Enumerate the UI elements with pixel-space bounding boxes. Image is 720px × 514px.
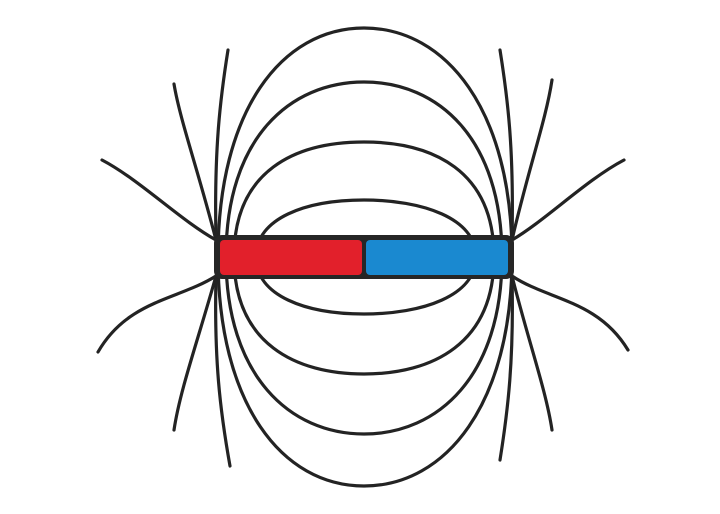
left-line-upper-2 [214,48,230,242]
left-line-lower-3 [96,274,218,354]
right-pole-blue [366,240,508,275]
left-pole-red [220,240,362,275]
left-line-upper-1 [172,82,218,242]
left-pole-field-lines [96,48,232,468]
left-line-lower-2 [214,274,232,468]
left-line-upper-3 [100,158,218,242]
right-line-upper-1 [510,78,554,242]
right-line-upper-3 [510,158,626,242]
bar-magnet [214,235,514,279]
right-line-upper-2 [498,48,514,242]
left-line-lower-1 [172,274,218,432]
right-line-lower-2 [498,274,514,462]
right-line-lower-3 [510,274,630,352]
right-pole-field-lines [498,48,630,462]
right-line-lower-1 [510,274,554,432]
